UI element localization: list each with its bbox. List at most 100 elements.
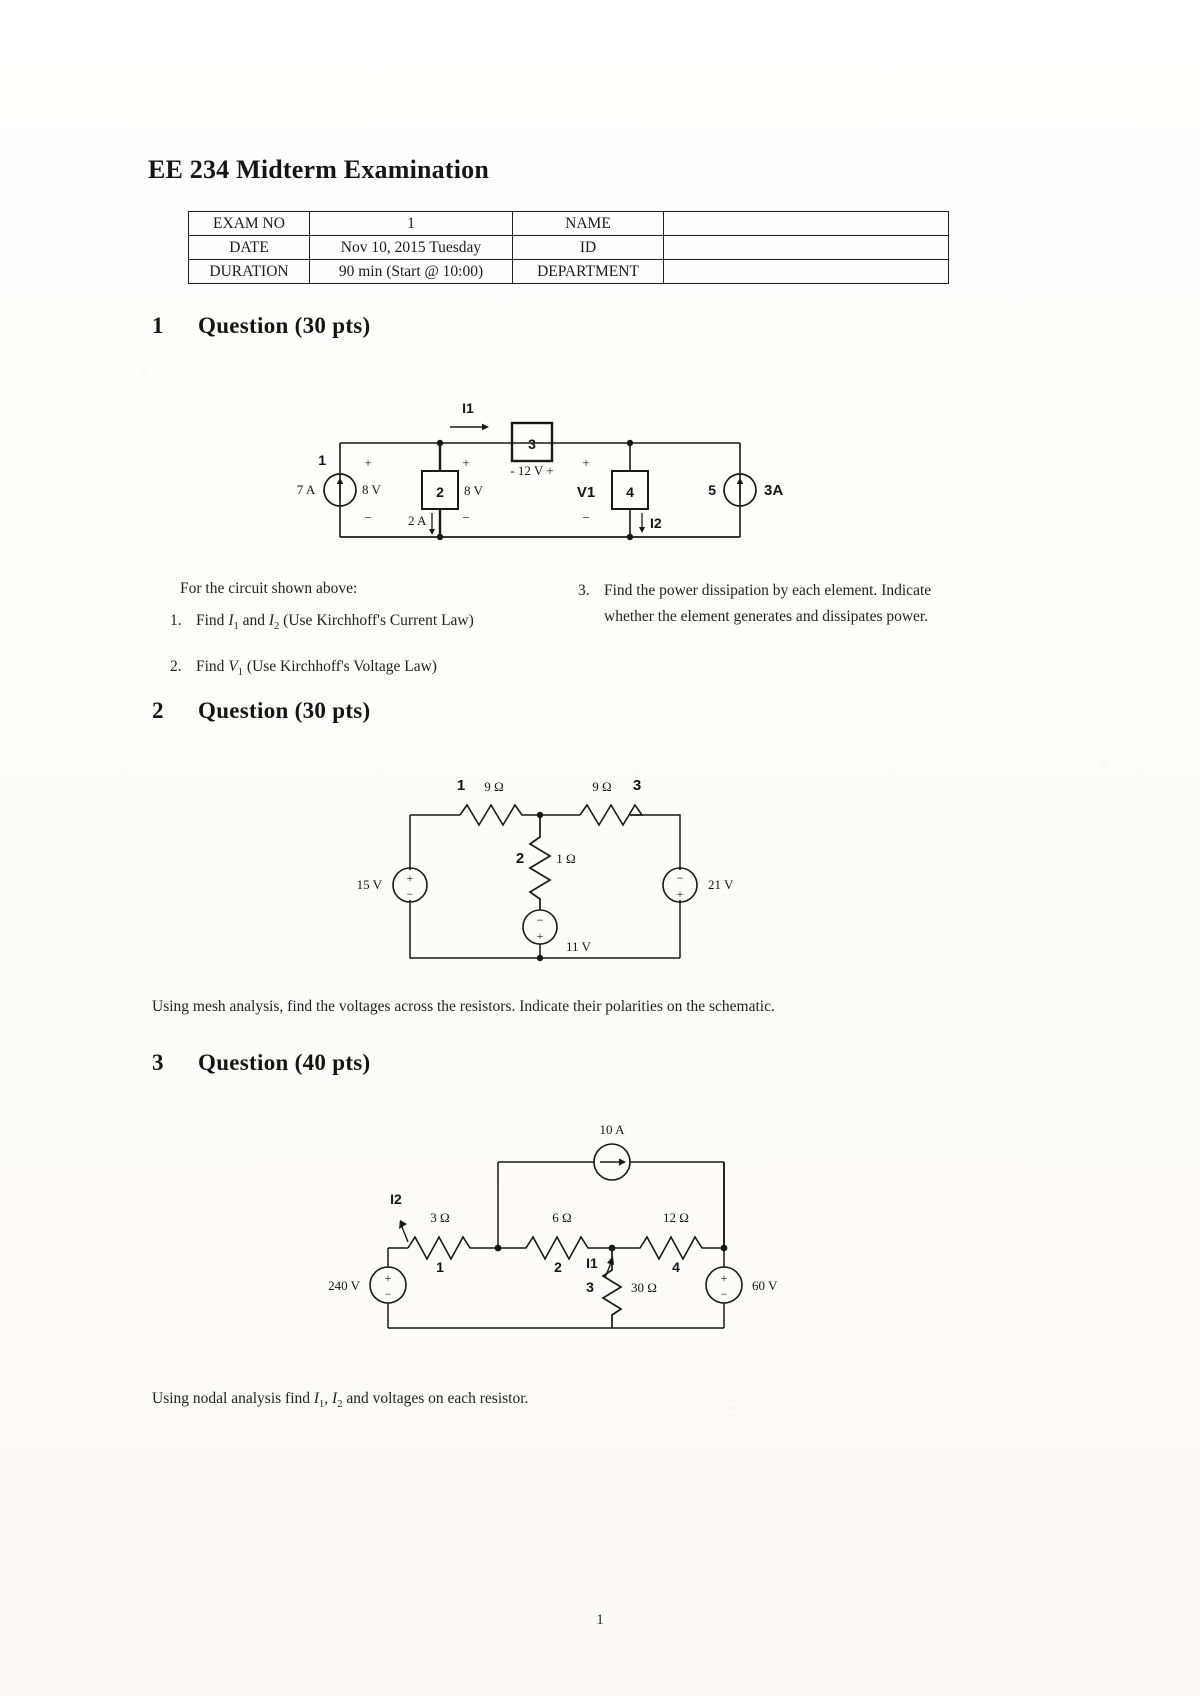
question-2-heading: 2 Question (30 pts) bbox=[152, 698, 371, 724]
label-name: NAME bbox=[512, 211, 664, 236]
page-title: EE 234 Midterm Examination bbox=[148, 155, 490, 184]
c1-minus-4: − bbox=[582, 510, 589, 525]
c1-element-2-voltage: 8 V bbox=[464, 483, 484, 498]
c1-element-5-id: 5 bbox=[708, 482, 716, 498]
c3-v-left-minus: − bbox=[385, 1287, 392, 1301]
c3-v-right-minus: − bbox=[721, 1287, 728, 1301]
c2-r1-id: 1 bbox=[457, 777, 465, 794]
c1-element-1-id: 1 bbox=[318, 452, 326, 468]
c3-v-left-value: 240 V bbox=[328, 1278, 361, 1293]
q1-item-2-pre: Find bbox=[196, 658, 229, 676]
c1-current-i2-label: I2 bbox=[650, 515, 662, 531]
c2-v-mid-value: 11 V bbox=[566, 939, 592, 954]
c2-r2-id: 2 bbox=[516, 850, 524, 867]
label-id: ID bbox=[512, 235, 664, 260]
circuit-2-diagram: 1 9 Ω 9 Ω 3 2 1 Ω − + 11 V + − 15 V bbox=[357, 777, 734, 962]
c1-element-3-voltage: - 12 V + bbox=[510, 463, 553, 478]
c2-r1-value: 9 Ω bbox=[484, 779, 503, 794]
q1-item-1-pre: Find bbox=[196, 612, 229, 629]
c3-r3-value: 3 Ω bbox=[430, 1210, 449, 1225]
q1-item-3-line1: Find the power dissipation by each eleme… bbox=[604, 582, 878, 599]
question-3-title: Question (40 pts) bbox=[198, 1050, 371, 1075]
q1-item-3-line3: dissipates power. bbox=[822, 608, 929, 625]
c1-minus-1: − bbox=[364, 510, 371, 525]
question-2-number: 2 bbox=[152, 698, 164, 723]
q1-item-2: 2.Find V1 (Use Kirchhoff's Voltage Law) bbox=[170, 654, 570, 686]
c1-source-right-current: 3A bbox=[764, 482, 783, 499]
c3-r12-id: 4 bbox=[672, 1259, 680, 1275]
label-department: DEPARTMENT bbox=[512, 259, 664, 284]
c3-current-source-label: 10 A bbox=[600, 1122, 626, 1137]
c1-plus-4: + bbox=[582, 455, 589, 470]
circuit-3-diagram: 10 A I2 3 Ω 1 6 Ω 2 bbox=[328, 1122, 778, 1329]
c3-r6-value: 6 Ω bbox=[552, 1210, 571, 1225]
question-2-title: Question (30 pts) bbox=[198, 698, 371, 723]
q1-item-1-post: (Use Kirchhoff's Current Law) bbox=[279, 612, 474, 629]
c2-r3-id: 3 bbox=[633, 777, 641, 794]
q3-caption-sym2: I bbox=[332, 1390, 338, 1407]
q1-item-1-sub1: 1 bbox=[233, 621, 239, 633]
c3-v-right-plus: + bbox=[721, 1271, 728, 1285]
label-duration: DURATION bbox=[188, 259, 310, 284]
c1-source-left-current: 7 A bbox=[297, 482, 316, 497]
c1-source-left-voltage: 8 V bbox=[362, 482, 382, 497]
c1-plus-2: + bbox=[462, 455, 469, 470]
c3-label-i1: I1 bbox=[586, 1255, 598, 1271]
c1-element-2-id: 2 bbox=[436, 484, 444, 500]
q3-caption: Using nodal analysis find I1, I2 and vol… bbox=[152, 1388, 1052, 1415]
c2-v-left-value: 15 V bbox=[357, 877, 383, 892]
c1-element-2-current: 2 A bbox=[408, 513, 427, 528]
value-name[interactable] bbox=[663, 211, 949, 236]
value-duration: 90 min (Start @ 10:00) bbox=[309, 259, 513, 284]
c2-r2-value: 1 Ω bbox=[556, 851, 575, 866]
c2-v-left-minus: − bbox=[407, 887, 414, 901]
q3-caption-sym1: I bbox=[313, 1390, 320, 1407]
c1-element-4-id: 4 bbox=[626, 484, 634, 500]
c1-current-i1-label: I1 bbox=[462, 400, 474, 416]
q1-item-3-line2: Indicate whether the element generates a… bbox=[604, 582, 932, 625]
q1-item-3-number: 3. bbox=[578, 582, 590, 599]
q1-item-3: 3. Find the power dissipation by each el… bbox=[578, 578, 978, 630]
c2-v-mid-plus: + bbox=[537, 929, 544, 943]
q1-item-1-sub2: 2 bbox=[274, 621, 280, 633]
c3-r3-id: 1 bbox=[436, 1259, 444, 1275]
q1-item-2-sub1: 1 bbox=[237, 667, 244, 679]
q1-item-2-sym1: V bbox=[228, 658, 238, 676]
c3-r30-id: 3 bbox=[586, 1279, 594, 1295]
c2-v-right-value: 21 V bbox=[708, 877, 734, 892]
table-row: EXAM NO 1 NAME bbox=[188, 211, 949, 236]
q1-item-1-sym1: I bbox=[228, 612, 234, 629]
question-1-title: Question (30 pts) bbox=[198, 313, 371, 338]
c3-r6-id: 2 bbox=[554, 1259, 562, 1275]
q3-caption-sub2: 2 bbox=[337, 1399, 343, 1411]
q1-item-2-number: 2. bbox=[170, 658, 182, 676]
q1-item-1-number: 1. bbox=[170, 612, 182, 629]
label-exam-no: EXAM NO bbox=[188, 211, 310, 236]
c3-r12-value: 12 Ω bbox=[663, 1210, 689, 1225]
table-row: DURATION 90 min (Start @ 10:00) DEPARTME… bbox=[188, 259, 949, 284]
q3-caption-post: and voltages on each resistor. bbox=[342, 1390, 529, 1407]
q1-intro: For the circuit shown above: bbox=[180, 580, 358, 597]
q2-caption: Using mesh analysis, find the voltages a… bbox=[152, 998, 775, 1015]
page-number: 1 bbox=[596, 1612, 604, 1628]
c2-v-mid-minus: − bbox=[537, 913, 544, 927]
question-1-number: 1 bbox=[152, 313, 164, 338]
q3-caption-pre: Using nodal analysis find bbox=[152, 1390, 314, 1407]
value-exam-no: 1 bbox=[309, 211, 513, 236]
c3-v-left-plus: + bbox=[385, 1271, 392, 1285]
label-date: DATE bbox=[188, 235, 310, 260]
q1-item-1-mid: and bbox=[238, 612, 269, 629]
c3-r30-value: 30 Ω bbox=[631, 1280, 657, 1295]
q3-caption-sub1: 1 bbox=[319, 1399, 325, 1411]
table-row: DATE Nov 10, 2015 Tuesday ID bbox=[188, 235, 949, 260]
question-3-heading: 3 Question (40 pts) bbox=[152, 1050, 371, 1076]
question-3-number: 3 bbox=[152, 1050, 164, 1075]
c3-v-right-value: 60 V bbox=[752, 1278, 778, 1293]
q1-item-1: 1.Find I1 and I2 (Use Kirchhoff's Curren… bbox=[170, 608, 570, 640]
c3-label-i2: I2 bbox=[390, 1191, 402, 1207]
c1-element-3-id: 3 bbox=[528, 436, 536, 452]
c2-r3-value: 9 Ω bbox=[592, 779, 611, 794]
value-department[interactable] bbox=[663, 259, 949, 284]
value-id[interactable] bbox=[663, 235, 949, 260]
